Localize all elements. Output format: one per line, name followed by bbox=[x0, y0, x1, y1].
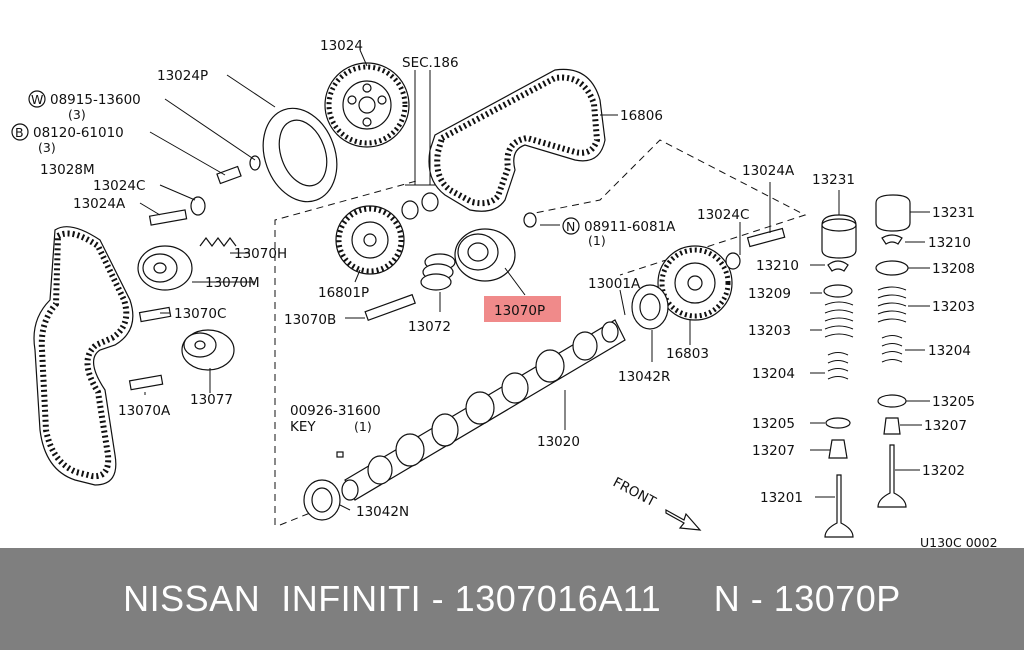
label-13203-left: 13203 bbox=[748, 323, 791, 339]
plate-13024p bbox=[262, 107, 338, 203]
label-16801p: 16801P bbox=[318, 285, 369, 301]
label-13077: 13077 bbox=[190, 392, 233, 408]
washers-bolts-right bbox=[725, 227, 786, 270]
timing-belt-13028m bbox=[33, 226, 134, 486]
diagram-code: U130C 0002 bbox=[920, 535, 998, 548]
valve-assembly-left bbox=[821, 214, 857, 538]
seal-13042r bbox=[631, 284, 669, 330]
sec186-washers bbox=[401, 192, 537, 228]
label-13207-left: 13207 bbox=[752, 443, 795, 459]
label-13024c-left: 13024C bbox=[93, 178, 145, 194]
label-13070c: 13070C bbox=[174, 306, 226, 322]
label-13028m: 13028M bbox=[40, 162, 95, 178]
front-arrow-icon bbox=[665, 508, 702, 531]
stud-13070b bbox=[364, 293, 416, 322]
label-13201: 13201 bbox=[760, 490, 803, 506]
label-key-part-number: 00926-31600 bbox=[290, 403, 381, 419]
label-key-qty: (1) bbox=[354, 419, 372, 434]
label-13203-right: 13203 bbox=[932, 299, 975, 315]
seal-13042n bbox=[303, 479, 341, 521]
label-key: KEY bbox=[290, 419, 316, 435]
banner-text: NISSAN INFINITI - 1307016A11 N - 13070P bbox=[123, 578, 901, 619]
dashed-outline bbox=[274, 139, 807, 526]
label-front: FRONT bbox=[610, 474, 659, 510]
label-qty-1: (1) bbox=[588, 233, 606, 248]
label-13042n: 13042N bbox=[356, 504, 409, 520]
label-qty-3a: (3) bbox=[68, 107, 86, 122]
symbol-n: N bbox=[566, 219, 575, 234]
timing-belt-16806 bbox=[428, 68, 606, 212]
label-13024c-right: 13024C bbox=[697, 207, 749, 223]
valve-assembly-right bbox=[875, 194, 911, 508]
leader-lines bbox=[139, 49, 930, 511]
label-13231-right: 13231 bbox=[932, 205, 975, 221]
label-13020: 13020 bbox=[537, 434, 580, 450]
label-13204-left: 13204 bbox=[752, 366, 795, 382]
label-13209: 13209 bbox=[748, 286, 791, 302]
label-16806: 16806 bbox=[620, 108, 663, 124]
label-13024p: 13024P bbox=[157, 68, 208, 84]
label-13070h: 13070H bbox=[234, 246, 287, 262]
label-13205-right: 13205 bbox=[932, 394, 975, 410]
label-13042r: 13042R bbox=[618, 369, 670, 385]
label-13204-right: 13204 bbox=[928, 343, 971, 359]
label-08911-6081a: 08911-6081A bbox=[584, 219, 676, 235]
label-16803: 16803 bbox=[666, 346, 709, 362]
idler-pulley-13077 bbox=[181, 329, 235, 371]
label-sec186: SEC.186 bbox=[402, 55, 459, 71]
tensioner-pulley-13070m bbox=[137, 245, 193, 291]
label-13070b: 13070B bbox=[284, 312, 336, 328]
label-13231-left: 13231 bbox=[812, 172, 855, 188]
circle-symbols bbox=[11, 90, 580, 235]
label-13210-right: 13210 bbox=[928, 235, 971, 251]
label-qty-3b: (3) bbox=[38, 140, 56, 155]
label-13205-left: 13205 bbox=[752, 416, 795, 432]
label-13207-right: 13207 bbox=[924, 418, 967, 434]
spring-13072 bbox=[420, 253, 456, 291]
label-13208: 13208 bbox=[932, 261, 975, 277]
camshaft-sprocket-13024 bbox=[324, 62, 410, 148]
sprocket-16801p bbox=[335, 205, 405, 275]
sprocket-16803 bbox=[657, 245, 733, 321]
label-13202: 13202 bbox=[922, 463, 965, 479]
pulley-13070p bbox=[454, 228, 516, 282]
symbol-b: B bbox=[15, 125, 24, 140]
camshaft-13020 bbox=[336, 319, 626, 501]
label-13024: 13024 bbox=[320, 38, 363, 54]
label-08915-13600: 08915-13600 bbox=[50, 92, 141, 108]
label-13001a: 13001A bbox=[588, 276, 641, 292]
part-number-banner: NISSAN INFINITI - 1307016A11 N - 13070P bbox=[0, 548, 1024, 650]
label-13024a-right: 13024A bbox=[742, 163, 795, 179]
highlight-13070p bbox=[484, 296, 561, 322]
label-13070p: 13070P bbox=[494, 303, 545, 319]
exploded-parts-diagram: W B N 13024 SEC.186 13024P 08915-13600 (… bbox=[11, 38, 998, 548]
label-13072: 13072 bbox=[408, 319, 451, 335]
label-13210-left: 13210 bbox=[756, 258, 799, 274]
label-13070m: 13070M bbox=[205, 275, 260, 291]
label-13024a-left: 13024A bbox=[73, 196, 126, 212]
label-13070a: 13070A bbox=[118, 403, 171, 419]
label-08120-61010: 08120-61010 bbox=[33, 125, 124, 141]
symbol-w: W bbox=[31, 92, 43, 107]
washers-bolts-left bbox=[128, 155, 261, 391]
